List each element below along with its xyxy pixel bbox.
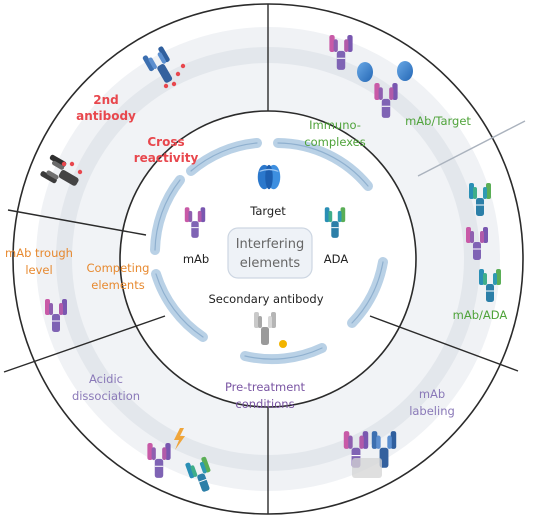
mab-labeling-icon [343, 430, 397, 478]
label-mab: mAb [183, 252, 209, 266]
center-box [227, 227, 313, 279]
label-immunocomplexes-1: Immuno- [309, 118, 361, 132]
acidic-dissociation-icon [146, 428, 218, 496]
label-acidic-1: Acidic [89, 372, 123, 386]
lightning-icon [174, 428, 185, 450]
label-secondary-antibody: Secondary antibody [208, 292, 323, 306]
label-mab-trough-2: level [25, 263, 52, 277]
label-acidic-2: dissociation [72, 389, 140, 403]
center-line-1: Interfering [236, 237, 305, 252]
label-mab-labeling-1: mAb [419, 387, 445, 401]
second-antibody-icon [39, 45, 186, 194]
label-cross-reactivity-2: reactivity [134, 151, 199, 165]
label-immunocomplexes-2: complexes [304, 135, 365, 149]
label-ada: ADA [324, 252, 349, 266]
label-cross-reactivity-1: Cross [147, 135, 184, 149]
label-pretreatment-2: conditions [235, 397, 294, 411]
sector-dividers [3, 4, 526, 514]
gold-label-icon [279, 340, 287, 348]
target-protein-icon [257, 164, 281, 190]
label-2nd-antibody-2: antibody [76, 109, 136, 123]
label-competing-2: elements [91, 278, 144, 292]
label-mab-target: mAb/Target [405, 114, 471, 128]
label-pretreatment-1: Pre-treatment [225, 380, 306, 394]
label-2nd-antibody-1: 2nd [93, 93, 118, 107]
label-mab-ada: mAb/ADA [453, 308, 508, 322]
label-competing-1: Competing [87, 261, 150, 275]
label-target: Target [249, 204, 286, 218]
label-mab-trough-1: mAb trough [5, 246, 73, 260]
mab-target-complex-icon [328, 34, 413, 119]
center-line-2: elements [240, 256, 301, 271]
label-mab-labeling-2: labeling [409, 404, 455, 418]
